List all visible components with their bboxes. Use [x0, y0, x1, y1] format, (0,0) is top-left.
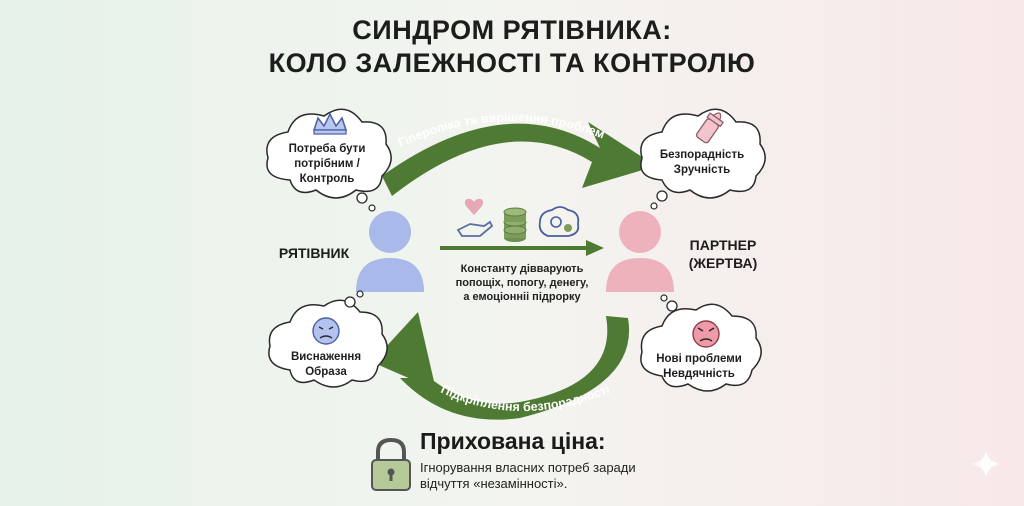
burnout-line-2: Образа	[305, 366, 347, 378]
partner-label: ПАРТНЕР (ЖЕРТВА)	[678, 236, 768, 272]
need-line-3: Контроль	[299, 173, 355, 185]
state-line-1: Безпорадність	[659, 149, 745, 161]
baby-bottle-icon	[695, 112, 724, 144]
need-line-1: Потреба бути	[288, 143, 366, 155]
partner-state-cloud	[640, 108, 766, 210]
partner-problems-cloud	[640, 294, 762, 392]
hidden-cost-text: Ігнорування власних потреб заради відчут…	[420, 460, 710, 492]
brain-gear-icon	[538, 206, 580, 237]
rescuer-burnout-text: Виснаження Образа	[271, 350, 381, 380]
center-caption: Константу дівварують попощіх, попогу, де…	[444, 262, 600, 304]
partner-state-text: Безпорадність Зручність	[647, 148, 757, 178]
rescuer-need-text: Потреба бути потрібним / Контроль	[272, 142, 382, 187]
center-line-1: Константу дівварують	[460, 263, 584, 275]
hidden-cost-line-1: Ігнорування власних потреб заради	[420, 460, 636, 475]
coins-icon	[503, 207, 527, 242]
center-line-2: попощіх, попогу, денегу,	[455, 277, 589, 289]
crown-icon	[312, 112, 348, 135]
problems-line-1: Нові проблеми	[656, 353, 742, 365]
padlock-icon	[371, 437, 411, 491]
need-line-2: потрібним /	[294, 158, 360, 170]
center-flow-arrow	[440, 240, 604, 256]
rescuer-label: РЯТІВНИК	[278, 245, 350, 261]
rescuer-need-cloud	[266, 108, 392, 212]
sparkle-icon	[972, 450, 1000, 478]
partner-figure	[606, 211, 674, 292]
partner-label-line-2: (ЖЕРТВА)	[688, 255, 758, 271]
title-line-2: КОЛО ЗАЛЕЖНОСТІ ТА КОНТРОЛЮ	[268, 48, 756, 78]
center-line-3: а емоціонніі підрорку	[463, 291, 581, 303]
sad-face-icon	[312, 317, 340, 345]
burnout-line-1: Виснаження	[290, 351, 362, 363]
title-line-1: СИНДРОМ РЯТІВНИКА:	[352, 15, 672, 45]
top-cycle-arrow: Гіперопіка та вирішення проблем	[382, 110, 656, 196]
heart-hand-icon	[456, 198, 494, 237]
state-line-2: Зручність	[673, 164, 731, 176]
rescuer-figure	[356, 211, 424, 292]
bottom-cycle-arrow: Підкріплення безпорадності	[372, 312, 630, 420]
partner-problems-text: Нові проблеми Невдячність	[644, 352, 754, 382]
problems-line-2: Невдячність	[663, 368, 735, 380]
hidden-cost-title: Прихована ціна:	[420, 428, 606, 454]
angry-face-icon	[692, 320, 720, 348]
partner-label-line-1: ПАРТНЕР	[689, 237, 757, 253]
hidden-cost-line-2: відчуття «незамінності».	[420, 476, 568, 491]
